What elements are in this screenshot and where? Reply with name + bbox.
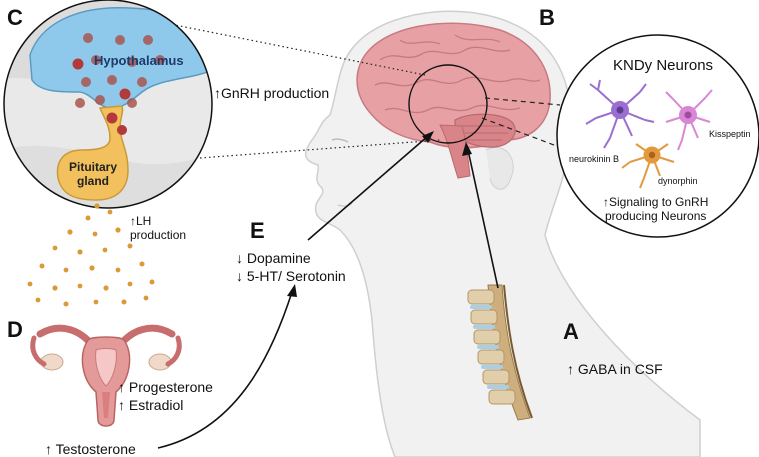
arrowheads	[287, 131, 472, 297]
arrow-testosterone-to-e	[157, 291, 293, 449]
brain-focus-circle	[408, 64, 488, 144]
gnrh-production-label: ↑GnRH production	[214, 85, 330, 101]
panel-d-letter: D	[7, 317, 23, 342]
lh-production-label: ↑LH production	[130, 214, 186, 242]
lh-production-line2: production	[130, 228, 187, 242]
kndy-signaling-line1: ↑Signaling to GnRH	[603, 195, 709, 209]
kndy-title: KNDy Neurons	[613, 57, 714, 74]
panel-c-circle-border	[3, 0, 213, 209]
neurokinin-neuron-icon	[585, 79, 655, 149]
pituitary-label: Pituitary gland	[63, 160, 123, 188]
panel-b-letter: B	[539, 5, 555, 30]
pituitary-label-line1: Pituitary	[68, 160, 117, 174]
lh-production-line1: ↑LH	[130, 214, 152, 228]
hypothalamus-shape	[29, 6, 212, 110]
arrows	[157, 135, 499, 449]
lh-particles	[27, 203, 155, 307]
connector-b-top	[484, 97, 561, 106]
kndy-signaling-line2: producing Neurons	[604, 209, 707, 223]
progesterone-label: ↑ Progesterone	[118, 379, 213, 395]
neurokinin-label: neurokinin B	[569, 154, 620, 164]
dopamine-label: ↓ Dopamine	[236, 250, 311, 266]
spine-icon	[467, 284, 533, 421]
dynorphin-label: dynorphin	[658, 176, 698, 186]
hypothalamus-label: Hypothalamus	[94, 53, 184, 68]
gaba-label: ↑ GABA in CSF	[567, 361, 663, 377]
connector-c-top	[149, 19, 426, 76]
kndy-signaling-label: ↑Signaling to GnRH producing Neurons	[603, 195, 708, 223]
arrow-e-to-brain	[307, 135, 429, 241]
panel-b-zoom	[557, 35, 759, 237]
estradiol-label: ↑ Estradiol	[118, 397, 184, 413]
pituitary-label-line2: gland	[77, 174, 109, 188]
panel-b-circle-border	[556, 34, 759, 238]
kisspeptin-neuron-icon	[665, 89, 713, 151]
panel-c-letter: C	[7, 5, 23, 30]
panel-a-letter: A	[563, 319, 579, 344]
uterus-icon	[30, 324, 182, 427]
brain-icon	[356, 22, 551, 179]
arrow-spine-to-brain	[467, 149, 499, 289]
dynorphin-neuron-icon	[621, 143, 675, 189]
testosterone-label: ↑ Testosterone	[45, 441, 136, 457]
serotonin-label: ↓ 5-HT/ Serotonin	[236, 268, 346, 284]
panel-e-letter: E	[250, 218, 265, 243]
kisspeptin-label: Kisspeptin	[709, 129, 751, 139]
connector-lines	[149, 19, 563, 159]
